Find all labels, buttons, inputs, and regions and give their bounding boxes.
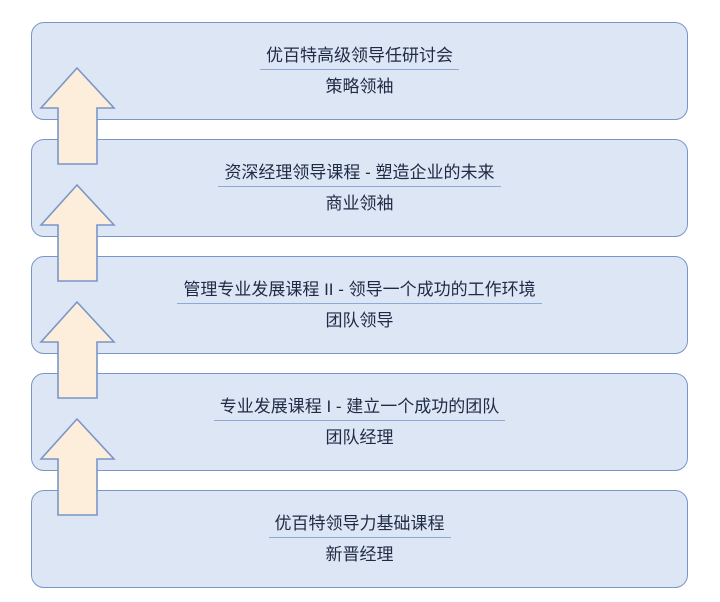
level-title: 优百特领导力基础课程	[268, 513, 451, 538]
level-subtitle: 商业领袖	[325, 194, 394, 213]
level-box-4[interactable]: 资深经理领导课程 - 塑造企业的未来 商业领袖	[31, 139, 688, 237]
level-title: 管理专业发展课程 II - 领导一个成功的工作环境	[177, 279, 542, 304]
level-title: 优百特高级领导任研讨会	[260, 45, 459, 70]
level-title: 资深经理领导课程 - 塑造企业的未来	[218, 162, 501, 187]
level-subtitle: 新晋经理	[325, 545, 394, 564]
level-box-5[interactable]: 优百特高级领导任研讨会 策略领袖	[31, 22, 688, 120]
level-title: 专业发展课程 I - 建立一个成功的团队	[213, 396, 506, 421]
level-subtitle: 策略领袖	[325, 77, 394, 96]
level-subtitle: 团队领导	[325, 311, 394, 330]
level-subtitle: 团队经理	[325, 428, 394, 447]
level-box-2[interactable]: 专业发展课程 I - 建立一个成功的团队 团队经理	[31, 373, 688, 471]
level-box-1[interactable]: 优百特领导力基础课程 新晋经理	[31, 490, 688, 588]
level-box-3[interactable]: 管理专业发展课程 II - 领导一个成功的工作环境 团队领导	[31, 256, 688, 354]
